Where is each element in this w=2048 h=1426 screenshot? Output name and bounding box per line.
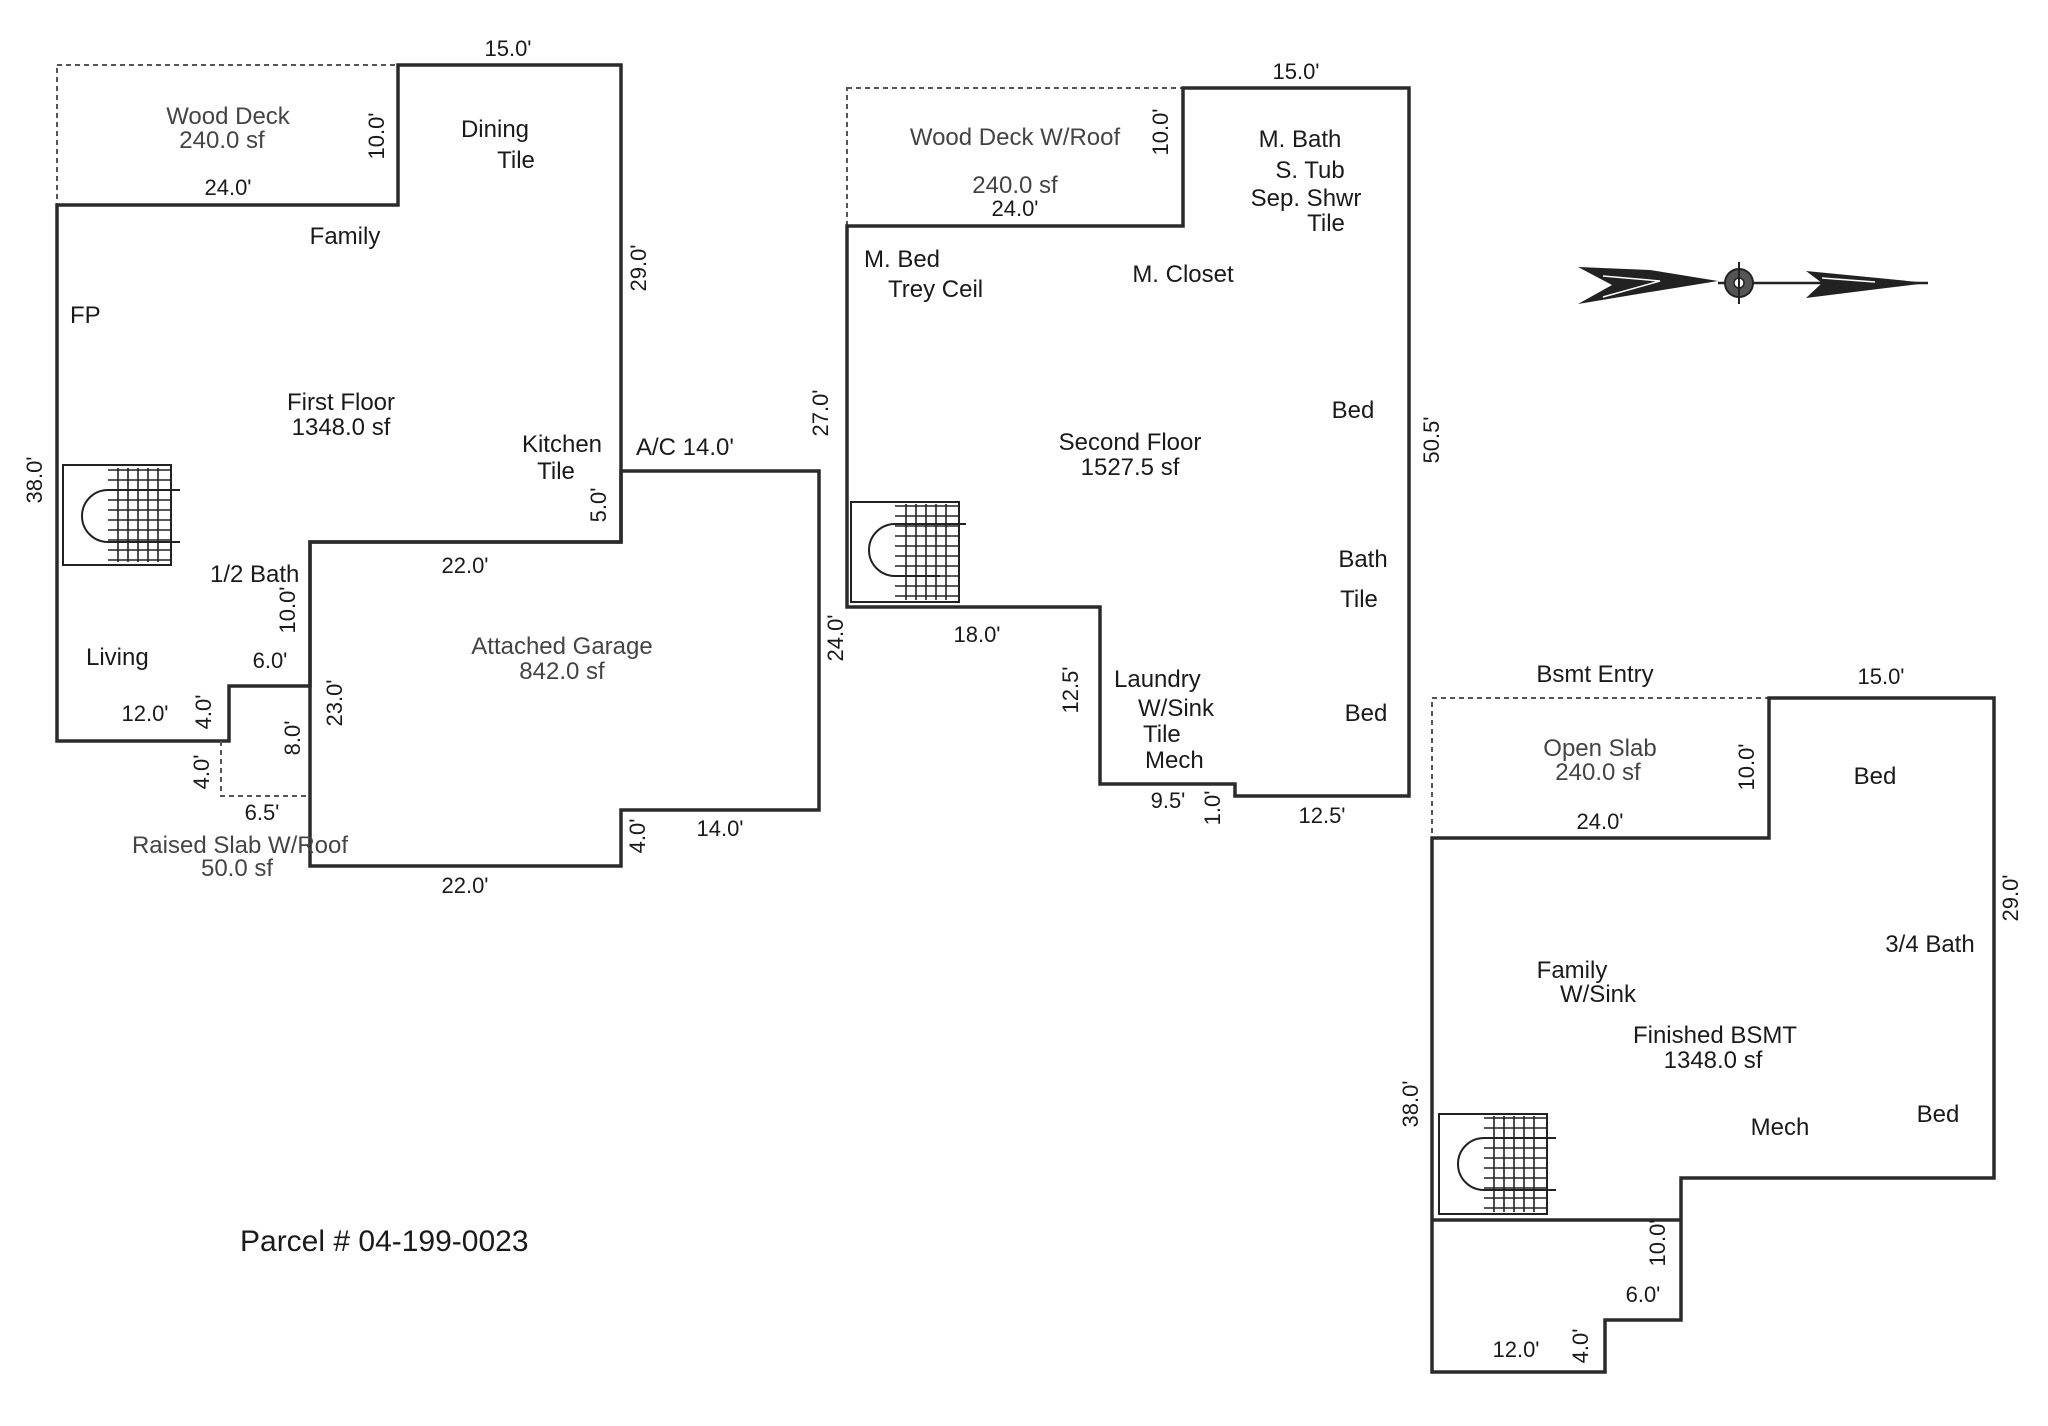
- dim-garage-jog: 4.0': [625, 819, 650, 854]
- dim-slab-width: 6.5': [245, 800, 280, 825]
- laundry-label: Laundry: [1114, 666, 1201, 693]
- dining-floor-label: Tile: [497, 147, 535, 174]
- dim-left: 38.0': [1398, 1080, 1423, 1127]
- basement-entry-label: Bsmt Entry: [1536, 661, 1653, 688]
- dim-deck-width: 24.0': [991, 196, 1038, 221]
- dim-garage-right: 24.0': [823, 614, 848, 661]
- garage-area: 842.0 sf: [519, 658, 605, 685]
- bath-label: Bath: [1338, 546, 1387, 573]
- three-quarter-bath-label: 3/4 Bath: [1885, 931, 1974, 958]
- trey-ceiling-label: Trey Ceil: [888, 276, 983, 303]
- mech-label: Mech: [1145, 747, 1204, 774]
- dining-label: Dining: [461, 116, 529, 143]
- living-label: Living: [86, 644, 149, 671]
- first-floor-area: 1348.0 sf: [292, 414, 391, 441]
- family-sink-label: W/Sink: [1560, 981, 1637, 1008]
- dim-deck-width: 24.0': [204, 175, 251, 200]
- dim-garage-left: 23.0': [322, 679, 347, 726]
- dim-slab-depth: 10.0': [1734, 743, 1759, 790]
- dim-left: 27.0': [808, 389, 833, 436]
- family-label: Family: [1537, 957, 1608, 984]
- dim-deck-depth: 10.0': [1148, 108, 1173, 155]
- second-deck-label: Wood Deck W/Roof: [910, 124, 1121, 151]
- dim-bottom-mid: 9.5': [1151, 788, 1186, 813]
- dim-bath-width: 6.0': [253, 648, 288, 673]
- dim-top: 15.0': [1272, 59, 1319, 84]
- master-bed-label: M. Bed: [864, 246, 940, 273]
- basement-walls: [1430, 696, 1996, 1374]
- parcel-number: Parcel # 04-199-0023: [240, 1225, 529, 1258]
- master-closet-label: M. Closet: [1132, 261, 1234, 288]
- first-floor-stair-icon: [62, 464, 180, 566]
- second-floor-plan: Wood Deck W/Roof 240.0 sf M. Bath S. Tub…: [808, 59, 1444, 828]
- raised-slab-label: Raised Slab W/Roof: [132, 832, 348, 859]
- basement-stair-icon: [1438, 1113, 1556, 1215]
- laundry-sink-label: W/Sink: [1138, 695, 1215, 722]
- dim-top: 15.0': [1857, 664, 1904, 689]
- dim-bath-height: 10.0': [275, 586, 300, 633]
- dim-right: 29.0': [1998, 874, 2023, 921]
- dim-garage-top: 22.0': [441, 553, 488, 578]
- dim-right: 29.0': [626, 244, 651, 291]
- soaking-tub-label: S. Tub: [1275, 157, 1344, 184]
- open-slab-label: Open Slab: [1543, 735, 1656, 762]
- mech-label: Mech: [1751, 1114, 1810, 1141]
- dim-bottom-jog: 4.0': [1568, 1329, 1593, 1364]
- dim-deck-depth: 10.0': [364, 112, 389, 159]
- dim-step-width: 6.0': [1626, 1282, 1661, 1307]
- raised-slab-outline: [220, 741, 310, 797]
- second-deck-outline: [846, 87, 1184, 227]
- dim-living-width: 12.0': [121, 701, 168, 726]
- dim-garage-bottom: 22.0': [441, 873, 488, 898]
- bath-floor-label: Tile: [1340, 586, 1378, 613]
- basement-plan: Bsmt Entry Open Slab 240.0 sf Bed 3/4 Ba…: [1398, 661, 2023, 1374]
- second-floor-stair-icon: [850, 501, 966, 603]
- family-label: Family: [310, 223, 381, 250]
- dim-slab-height: 4.0': [189, 755, 214, 790]
- second-floor-title: Second Floor: [1059, 429, 1202, 456]
- kitchen-label: Kitchen: [522, 431, 602, 458]
- master-bath-floor-label: Tile: [1307, 210, 1345, 237]
- dim-slab-width: 24.0': [1576, 809, 1623, 834]
- dim-bottom-left: 18.0': [953, 622, 1000, 647]
- ac-label: A/C 14.0': [636, 434, 734, 461]
- kitchen-floor-label: Tile: [537, 458, 575, 485]
- dim-kitchen-jog: 5.0': [586, 488, 611, 523]
- fireplace-label: FP: [70, 302, 101, 329]
- dim-garage-bottom-right: 14.0': [696, 816, 743, 841]
- second-floor-area: 1527.5 sf: [1081, 454, 1180, 481]
- master-bath-label: M. Bath: [1259, 126, 1342, 153]
- dim-step-height: 10.0': [1645, 1219, 1670, 1266]
- separate-shower-label: Sep. Shwr: [1251, 185, 1362, 212]
- dim-top: 15.0': [484, 36, 531, 61]
- dim-left: 38.0': [22, 456, 47, 503]
- garage-label: Attached Garage: [471, 633, 652, 660]
- first-floor-title: First Floor: [287, 389, 395, 416]
- second-floor-walls: [845, 86, 1411, 798]
- bed-label-lower: Bed: [1917, 1101, 1960, 1128]
- dim-jog: 1.0': [1200, 791, 1225, 826]
- raised-slab-area: 50.0 sf: [201, 855, 273, 882]
- north-arrow-icon: [1578, 262, 1928, 304]
- half-bath-label: 1/2 Bath: [210, 561, 299, 588]
- open-slab-area: 240.0 sf: [1555, 759, 1641, 786]
- laundry-floor-label: Tile: [1143, 721, 1181, 748]
- dim-bottom: 12.0': [1492, 1337, 1539, 1362]
- bed-label-upper: Bed: [1332, 397, 1375, 424]
- first-floor-plan: Wood Deck 240.0 sf Dining Tile Family FP…: [22, 36, 848, 898]
- garage-walls: [308, 469, 821, 868]
- dim-living-jog: 4.0': [191, 695, 216, 730]
- dim-bottom-right: 12.5': [1298, 803, 1345, 828]
- dim-laundry-height: 12.5': [1058, 666, 1083, 713]
- wood-deck-area: 240.0 sf: [179, 127, 265, 154]
- dim-slab-depth: 8.0': [280, 721, 305, 756]
- wood-deck-label: Wood Deck: [166, 103, 291, 130]
- bed-label-upper: Bed: [1854, 763, 1897, 790]
- bed-label-lower: Bed: [1345, 700, 1388, 727]
- basement-area: 1348.0 sf: [1664, 1047, 1763, 1074]
- dim-right: 50.5': [1419, 416, 1444, 463]
- second-deck-area: 240.0 sf: [972, 172, 1058, 199]
- basement-title: Finished BSMT: [1633, 1022, 1797, 1049]
